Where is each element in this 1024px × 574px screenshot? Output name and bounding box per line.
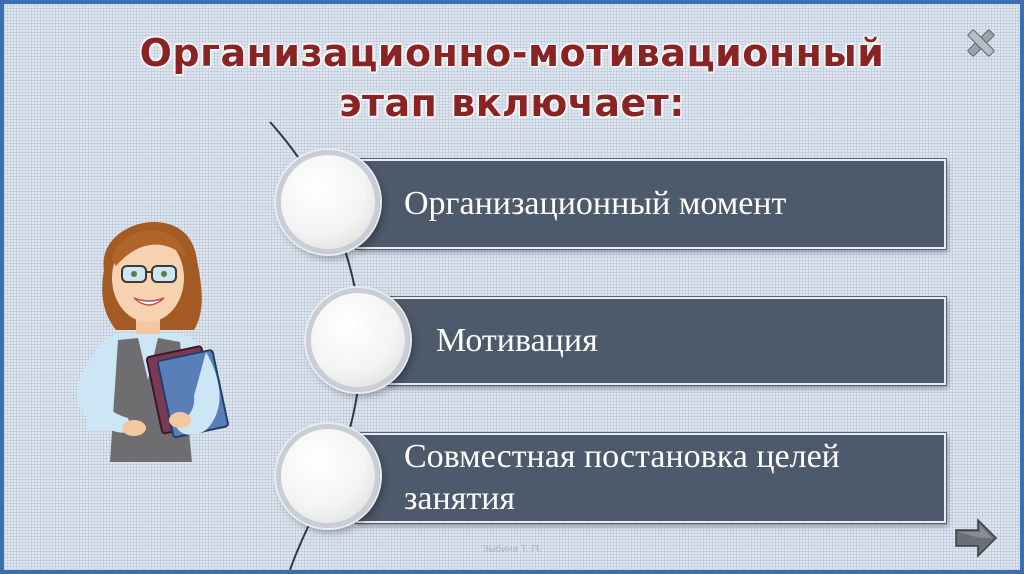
slide-title: Организационно-мотивационный этап включа… <box>4 28 1020 128</box>
list-item-organizational-moment: Организационный момент <box>356 159 946 249</box>
list-item-label: Совместная постановка целей занятия <box>404 438 840 517</box>
slide: Организационно-мотивационный этап включа… <box>4 4 1020 570</box>
arrow-right-icon[interactable] <box>954 518 998 558</box>
list-item-label: Мотивация <box>436 322 598 359</box>
close-icon[interactable] <box>964 26 998 60</box>
title-line-1: Организационно-мотивационный <box>139 31 885 75</box>
title-line-2: этап включает: <box>338 81 685 125</box>
teacher-illustration <box>76 222 229 462</box>
list-item-label: Организационный момент <box>404 185 787 222</box>
bullet-circle <box>276 150 380 254</box>
bullet-circle <box>276 424 380 528</box>
list-item-motivation: Мотивация <box>386 297 946 385</box>
bullet-circle <box>306 288 410 392</box>
list-item-goal-setting: Совместная постановка целей занятия <box>356 433 946 523</box>
author-footer: Зыбина Т. П. <box>482 544 542 555</box>
